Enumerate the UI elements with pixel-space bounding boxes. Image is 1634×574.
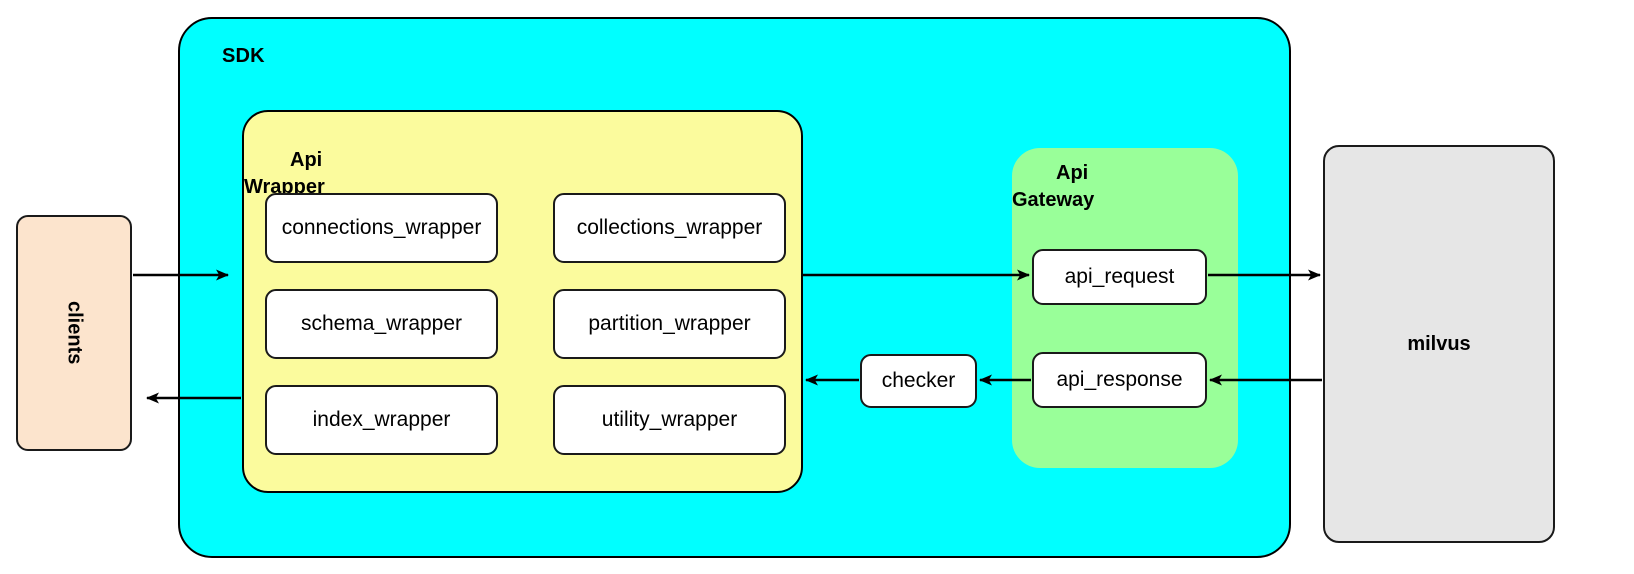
api-gateway-label-line1: Api [1056,162,1089,184]
api-gateway-label-line2: Gateway [1012,189,1095,211]
partition-wrapper-box[interactable]: partition_wrapper [553,289,786,359]
milvus-box[interactable]: milvus [1323,145,1555,543]
milvus-label: milvus [1407,332,1471,355]
api-wrapper-label-line2: Wrapper [244,176,325,198]
api-response-box[interactable]: api_response [1032,352,1207,408]
api-wrapper-label-line1: Api [290,149,323,171]
checker-box[interactable]: checker [860,354,977,408]
collections-wrapper-box[interactable]: collections_wrapper [553,193,786,263]
api-wrapper-label: Api Wrapper [244,120,325,228]
api-request-box[interactable]: api_request [1032,249,1207,305]
clients-label: clients [63,301,86,365]
connections-wrapper-box[interactable]: connections_wrapper [265,193,498,263]
api-gateway-group[interactable]: Api Gateway [1012,148,1238,468]
schema-wrapper-box[interactable]: schema_wrapper [265,289,498,359]
clients-box[interactable]: clients [16,215,132,451]
api-gateway-label: Api Gateway [1012,160,1094,214]
utility-wrapper-box[interactable]: utility_wrapper [553,385,786,455]
index-wrapper-box[interactable]: index_wrapper [265,385,498,455]
sdk-label: SDK [222,45,265,67]
